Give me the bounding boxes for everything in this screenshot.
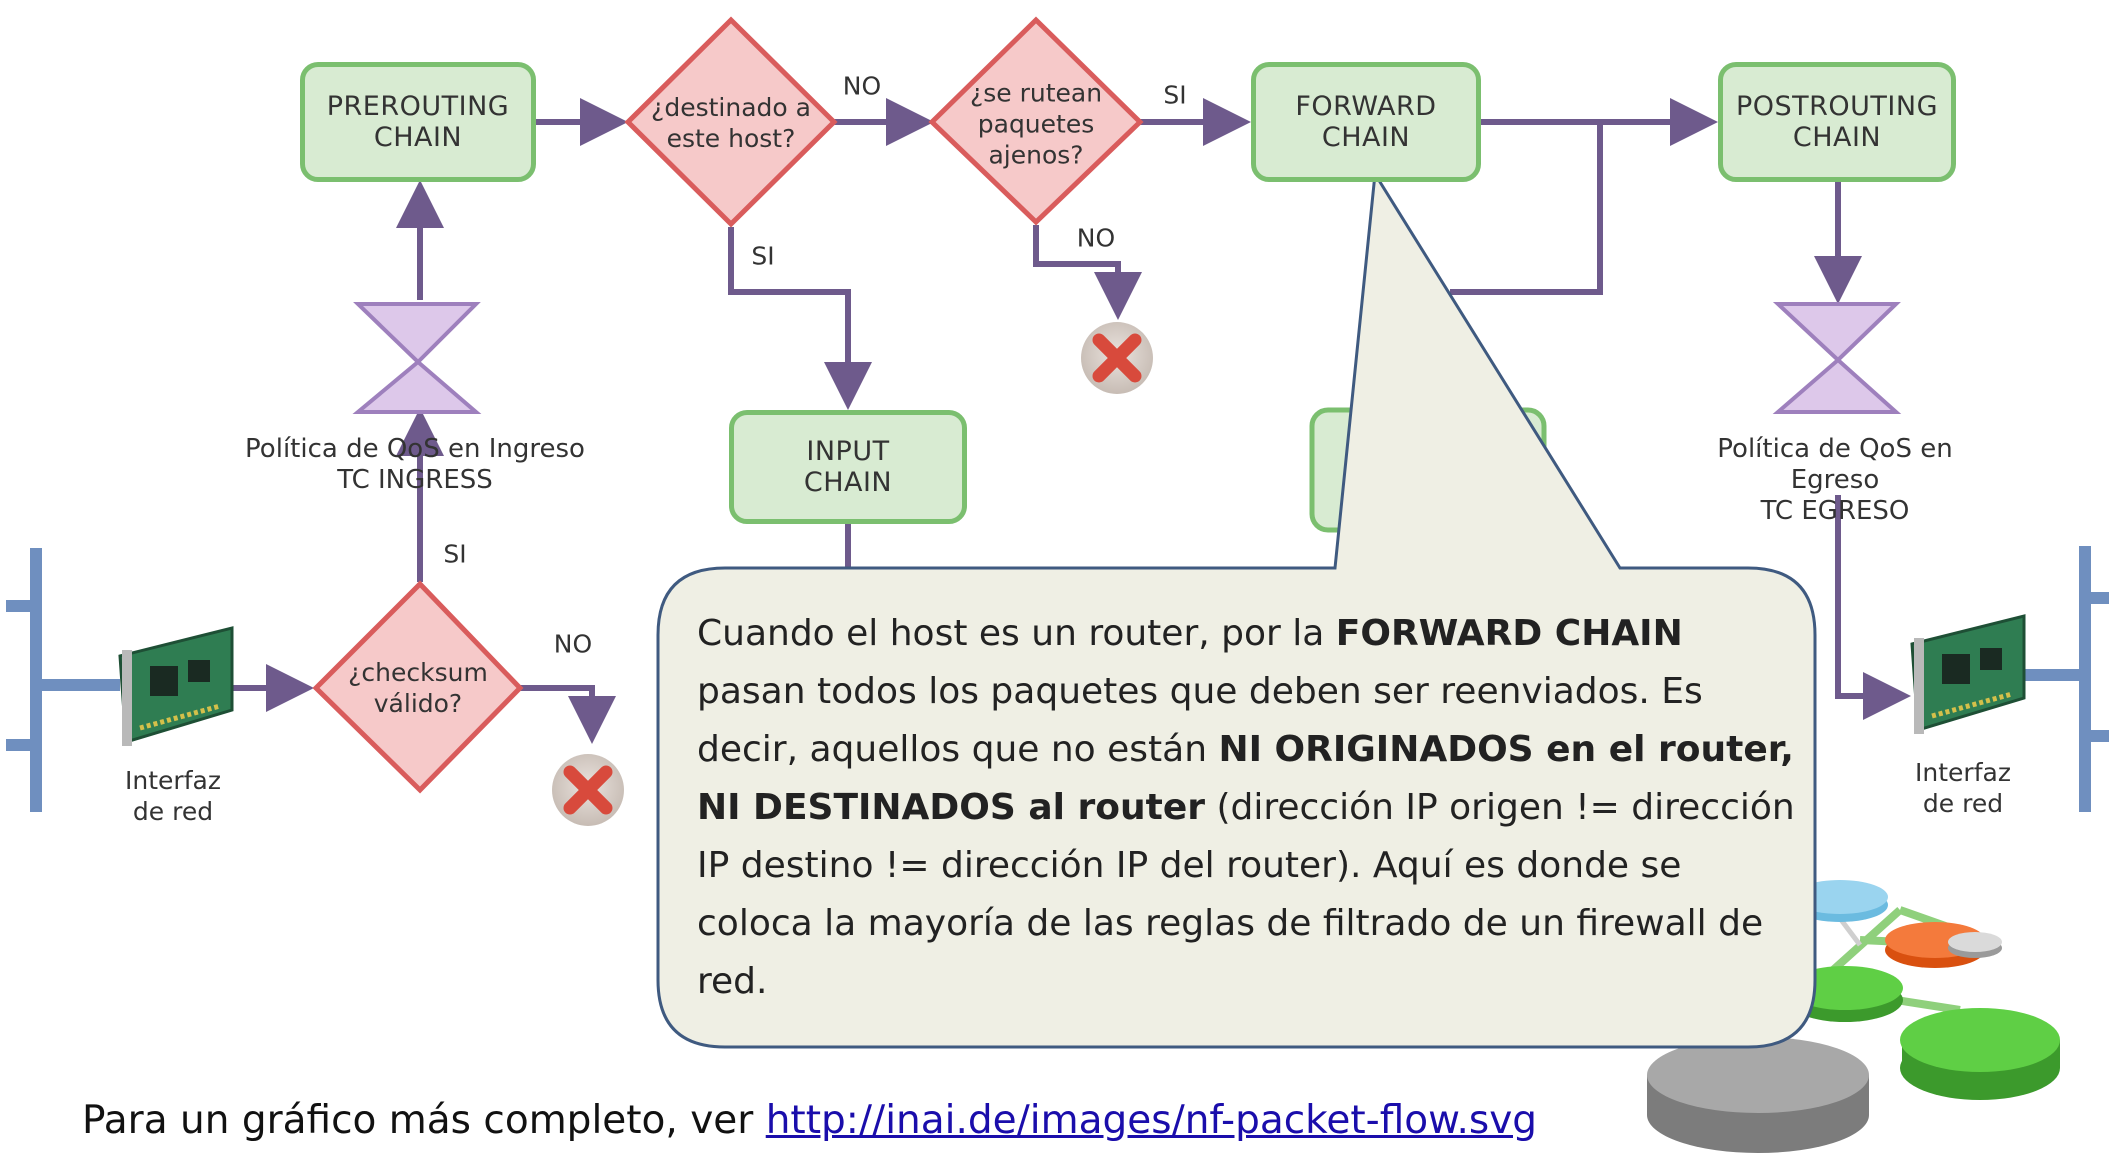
postrouting-chain-label: POSTROUTING CHAIN (1735, 91, 1938, 153)
decision-destinado (624, 16, 838, 228)
decision-rutean-text: ¿se rutean paquetes ajenos? (969, 78, 1103, 170)
footer-reference: Para un gráfico más completo, ver http:/… (82, 1098, 1537, 1143)
input-chain-label: INPUT CHAIN (803, 436, 893, 498)
callout-bubble (656, 169, 1817, 1049)
qos-ingress-hourglass-icon (352, 302, 482, 414)
nic-right-icon (1910, 614, 2026, 734)
decision-rutean (928, 16, 1144, 226)
decision-checksum (312, 580, 524, 794)
nic-left-caption: Interfaz de red (125, 766, 221, 826)
postrouting-chain-node: POSTROUTING CHAIN (1718, 62, 1956, 182)
input-chain-node: INPUT CHAIN (729, 410, 967, 524)
line-output-merge (1450, 122, 1603, 295)
arrow-rutean-no-to-drop (1033, 225, 1142, 320)
callout-text-part-1: Cuando el host es un router, por la (697, 613, 1336, 654)
forward-chain-label: FORWARD CHAIN (1295, 91, 1437, 153)
label-rutean-no: NO (1076, 223, 1116, 253)
forward-chain-node: FORWARD CHAIN (1251, 62, 1481, 182)
arrows (232, 98, 1911, 744)
callout-text-part-3: (dirección IP origen != dirección IP des… (697, 787, 1795, 1002)
footer-link[interactable]: http://inai.de/images/nf-packet-flow.svg (765, 1098, 1538, 1143)
qos-egress-hourglass-icon (1772, 302, 1902, 414)
callout-bold-forward-chain: FORWARD CHAIN (1335, 613, 1683, 654)
drop-icon-rutean (1081, 322, 1153, 394)
label-destinado-no: NO (842, 71, 882, 101)
label-destinado-si: SI (751, 241, 775, 271)
decision-checksum-text: ¿checksum válido? (348, 658, 488, 718)
arrow-destinado-si-to-input (728, 227, 872, 410)
arrow-checksum-no-to-drop (520, 685, 616, 744)
label-rutean-si: SI (1163, 80, 1187, 110)
left-network-bus (6, 548, 120, 812)
network-nodes-graphic (1647, 880, 2060, 1153)
decision-destinado-text: ¿destinado a este host? (651, 93, 811, 153)
nic-right-caption: Interfaz de red (1915, 758, 2011, 818)
callout-text: Cuando el host es un router, por la FORW… (697, 605, 1797, 1011)
nic-left-icon (118, 626, 234, 746)
label-checksum-no: NO (553, 629, 593, 659)
drop-icon-checksum (552, 754, 624, 826)
qos-ingreso-caption: Política de QoS en Ingreso TC INGRESS (245, 434, 585, 495)
prerouting-chain-node: PREROUTING CHAIN (300, 62, 536, 182)
arrow-qos-out-to-nic (1835, 495, 1911, 720)
qos-egreso-caption: Política de QoS en Egreso TC EGRESO (1717, 434, 1953, 526)
callout-text-part-2: pasan todos los paquetes que deben ser r… (697, 671, 1703, 770)
callout-bold-ni-originados: NI ORIGINADOS en el router, NI DESTINADO… (697, 729, 1794, 828)
footer-text: Para un gráfico más completo, ver (82, 1098, 766, 1143)
prerouting-chain-label: PREROUTING CHAIN (326, 91, 510, 153)
label-checksum-si: SI (443, 539, 467, 569)
right-network-bus (2025, 546, 2109, 812)
